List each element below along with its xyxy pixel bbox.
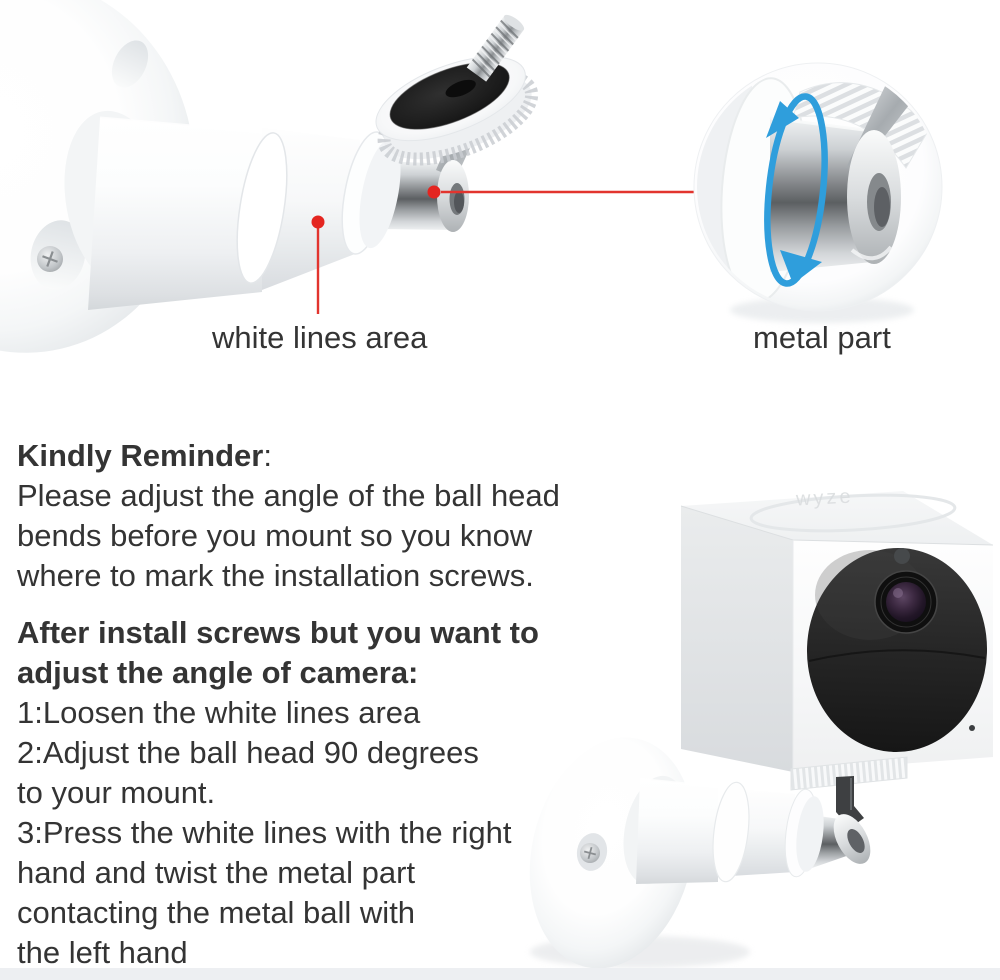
camera-top-logo-ring — [749, 493, 957, 533]
reminder-text: Kindly Reminder: Please adjust the angle… — [17, 436, 560, 596]
text-line: contacting the metal ball with — [17, 895, 416, 930]
white-lines-area-label: white lines area — [212, 320, 428, 355]
lower-mount-illustration — [529, 737, 871, 969]
text-line: adjust the angle of camera: — [17, 655, 419, 690]
bottom-strip — [0, 968, 1000, 980]
adjust-steps: 1:Loosen the white lines area 2:Adjust th… — [17, 693, 539, 973]
zoom-circle-callout — [693, 62, 943, 323]
white-lines-pointer-dot — [311, 215, 325, 229]
camera-left-face — [681, 506, 793, 772]
mount-arm — [88, 118, 262, 310]
wall-mount-illustration — [0, 0, 539, 353]
camera-base-ribbed-ring — [790, 756, 908, 791]
plate-screw — [30, 220, 86, 290]
reminder-title: Kindly Reminder — [17, 438, 264, 473]
text-line: 1:Loosen the white lines area — [17, 695, 421, 730]
text-line: where to mark the installation screws. — [17, 558, 534, 593]
reminder-title-line: Kindly Reminder: — [17, 436, 560, 476]
lower-mount-arm — [636, 779, 718, 884]
text-line: to your mount. — [17, 775, 216, 810]
lower-mount-collar — [712, 781, 750, 883]
text-line: 2:Adjust the ball head 90 degrees — [17, 735, 479, 770]
text-line: bends before you mount so you know — [17, 518, 533, 553]
camera-light-sensor — [894, 548, 910, 564]
text-line: the left hand — [17, 935, 188, 970]
text-line: Please adjust the angle of the ball head — [17, 478, 560, 513]
text-line: hand and twist the metal part — [17, 855, 416, 890]
metal-part-label: metal part — [753, 320, 891, 355]
text-line: 3:Press the white lines with the right — [17, 815, 512, 850]
adjust-instructions: After install screws but you want to adju… — [17, 613, 539, 973]
metal-part-pointer-dot — [427, 185, 441, 199]
reminder-colon: : — [263, 438, 272, 473]
lower-plate-screw — [576, 833, 608, 871]
plate-screw-hole — [111, 40, 149, 88]
reminder-body: Please adjust the angle of the ball head… — [17, 476, 560, 596]
camera-illustration — [680, 491, 994, 828]
mount-collar-ring — [236, 132, 288, 284]
camera-status-dot — [969, 725, 975, 731]
camera-logo-text: wyze — [795, 485, 855, 511]
screw-thread — [466, 14, 525, 82]
rotation-arrow-icon — [764, 93, 828, 287]
thumbscrew — [375, 56, 539, 166]
camera-lens — [874, 570, 938, 634]
text-line: After install screws but you want to — [17, 615, 539, 650]
camera-top-face — [681, 491, 993, 545]
annotation-pointers — [311, 185, 697, 314]
adjust-title: After install screws but you want to adju… — [17, 613, 539, 693]
